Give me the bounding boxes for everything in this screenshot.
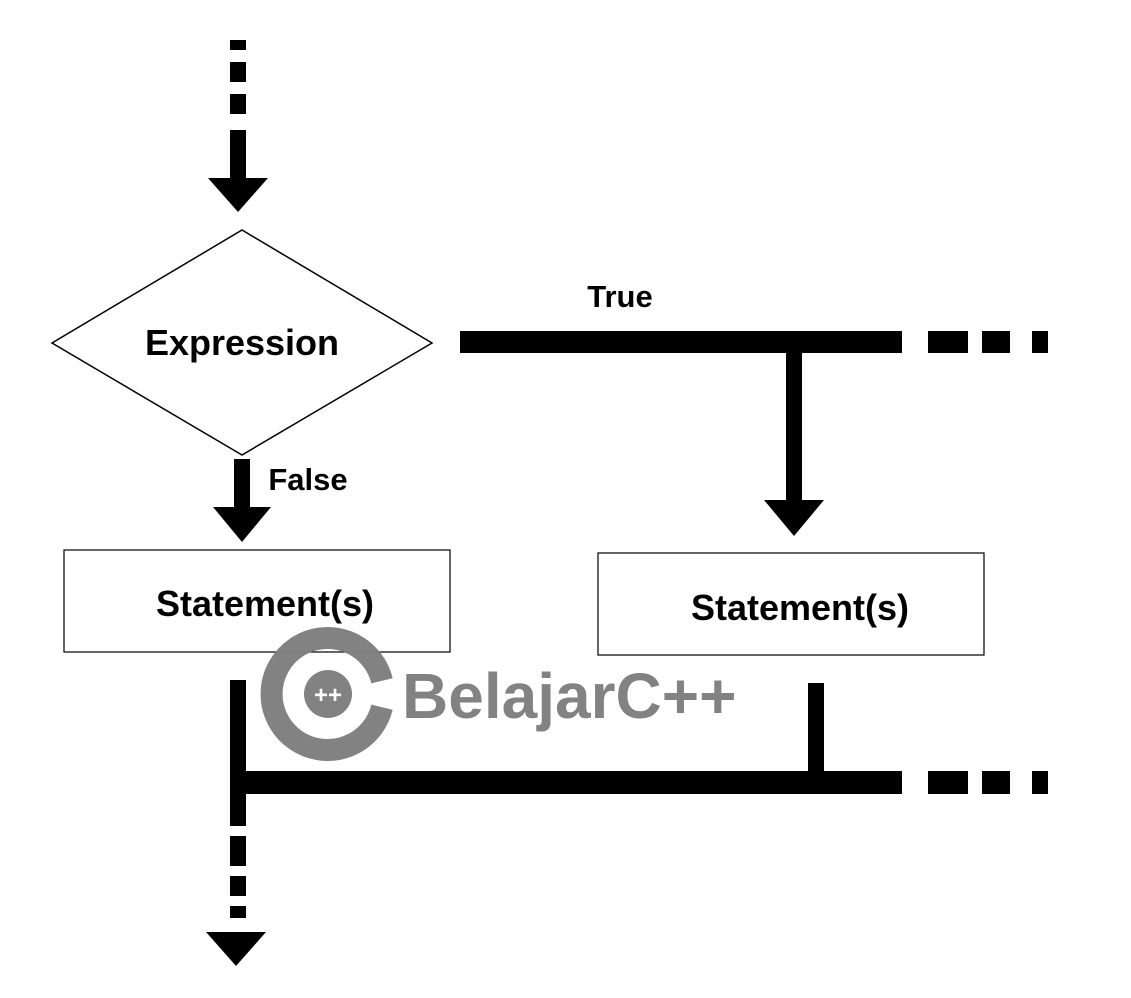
exit-connector: [206, 836, 266, 966]
true-arrowhead: [764, 500, 824, 536]
false-arrowhead: [213, 507, 271, 542]
false-branch: False: [213, 459, 348, 542]
true-dash: [928, 331, 968, 353]
true-statement-box: Statement(s): [597, 552, 985, 656]
false-statement-box: Statement(s): [63, 549, 451, 653]
true-exit-line: [808, 683, 824, 789]
entry-dash: [230, 94, 246, 114]
true-vertical-line: [786, 342, 802, 502]
false-statement-rect: [63, 549, 451, 653]
entry-connector: [208, 40, 268, 212]
merge-dash: [982, 771, 1010, 794]
false-vertical-line: [234, 459, 250, 509]
true-statement-rect: [597, 552, 985, 656]
entry-dash: [230, 40, 246, 50]
decision-node: Expression: [50, 229, 434, 456]
watermark-text: BelajarC++: [402, 660, 736, 732]
true-horizontal-line: [460, 331, 902, 353]
true-branch: True: [460, 279, 1048, 536]
decision-diamond: [50, 229, 434, 456]
logo-ring-icon: [260, 627, 393, 761]
entry-line: [230, 130, 246, 180]
exit-dash: [230, 906, 246, 918]
true-dash: [1032, 331, 1048, 353]
exit-dash: [230, 876, 246, 896]
entry-dash: [230, 62, 246, 82]
true-label: True: [587, 279, 652, 314]
merge-dash: [928, 771, 968, 794]
merge-dash: [1032, 771, 1048, 794]
exit-arrowhead: [206, 932, 266, 966]
false-label: False: [268, 462, 347, 497]
merge-connector: [230, 680, 1048, 826]
watermark: ++ BelajarC++: [260, 627, 736, 761]
false-statement-label: Statement(s): [156, 583, 374, 624]
merge-horizontal-line: [230, 771, 902, 794]
false-exit-line: [230, 680, 246, 826]
logo-dot-icon: [304, 670, 352, 718]
decision-label: Expression: [145, 322, 339, 363]
entry-arrowhead: [208, 178, 268, 212]
true-statement-label: Statement(s): [691, 587, 909, 628]
exit-dash: [230, 836, 246, 866]
true-dash: [982, 331, 1010, 353]
logo-glyph: ++: [314, 682, 342, 709]
